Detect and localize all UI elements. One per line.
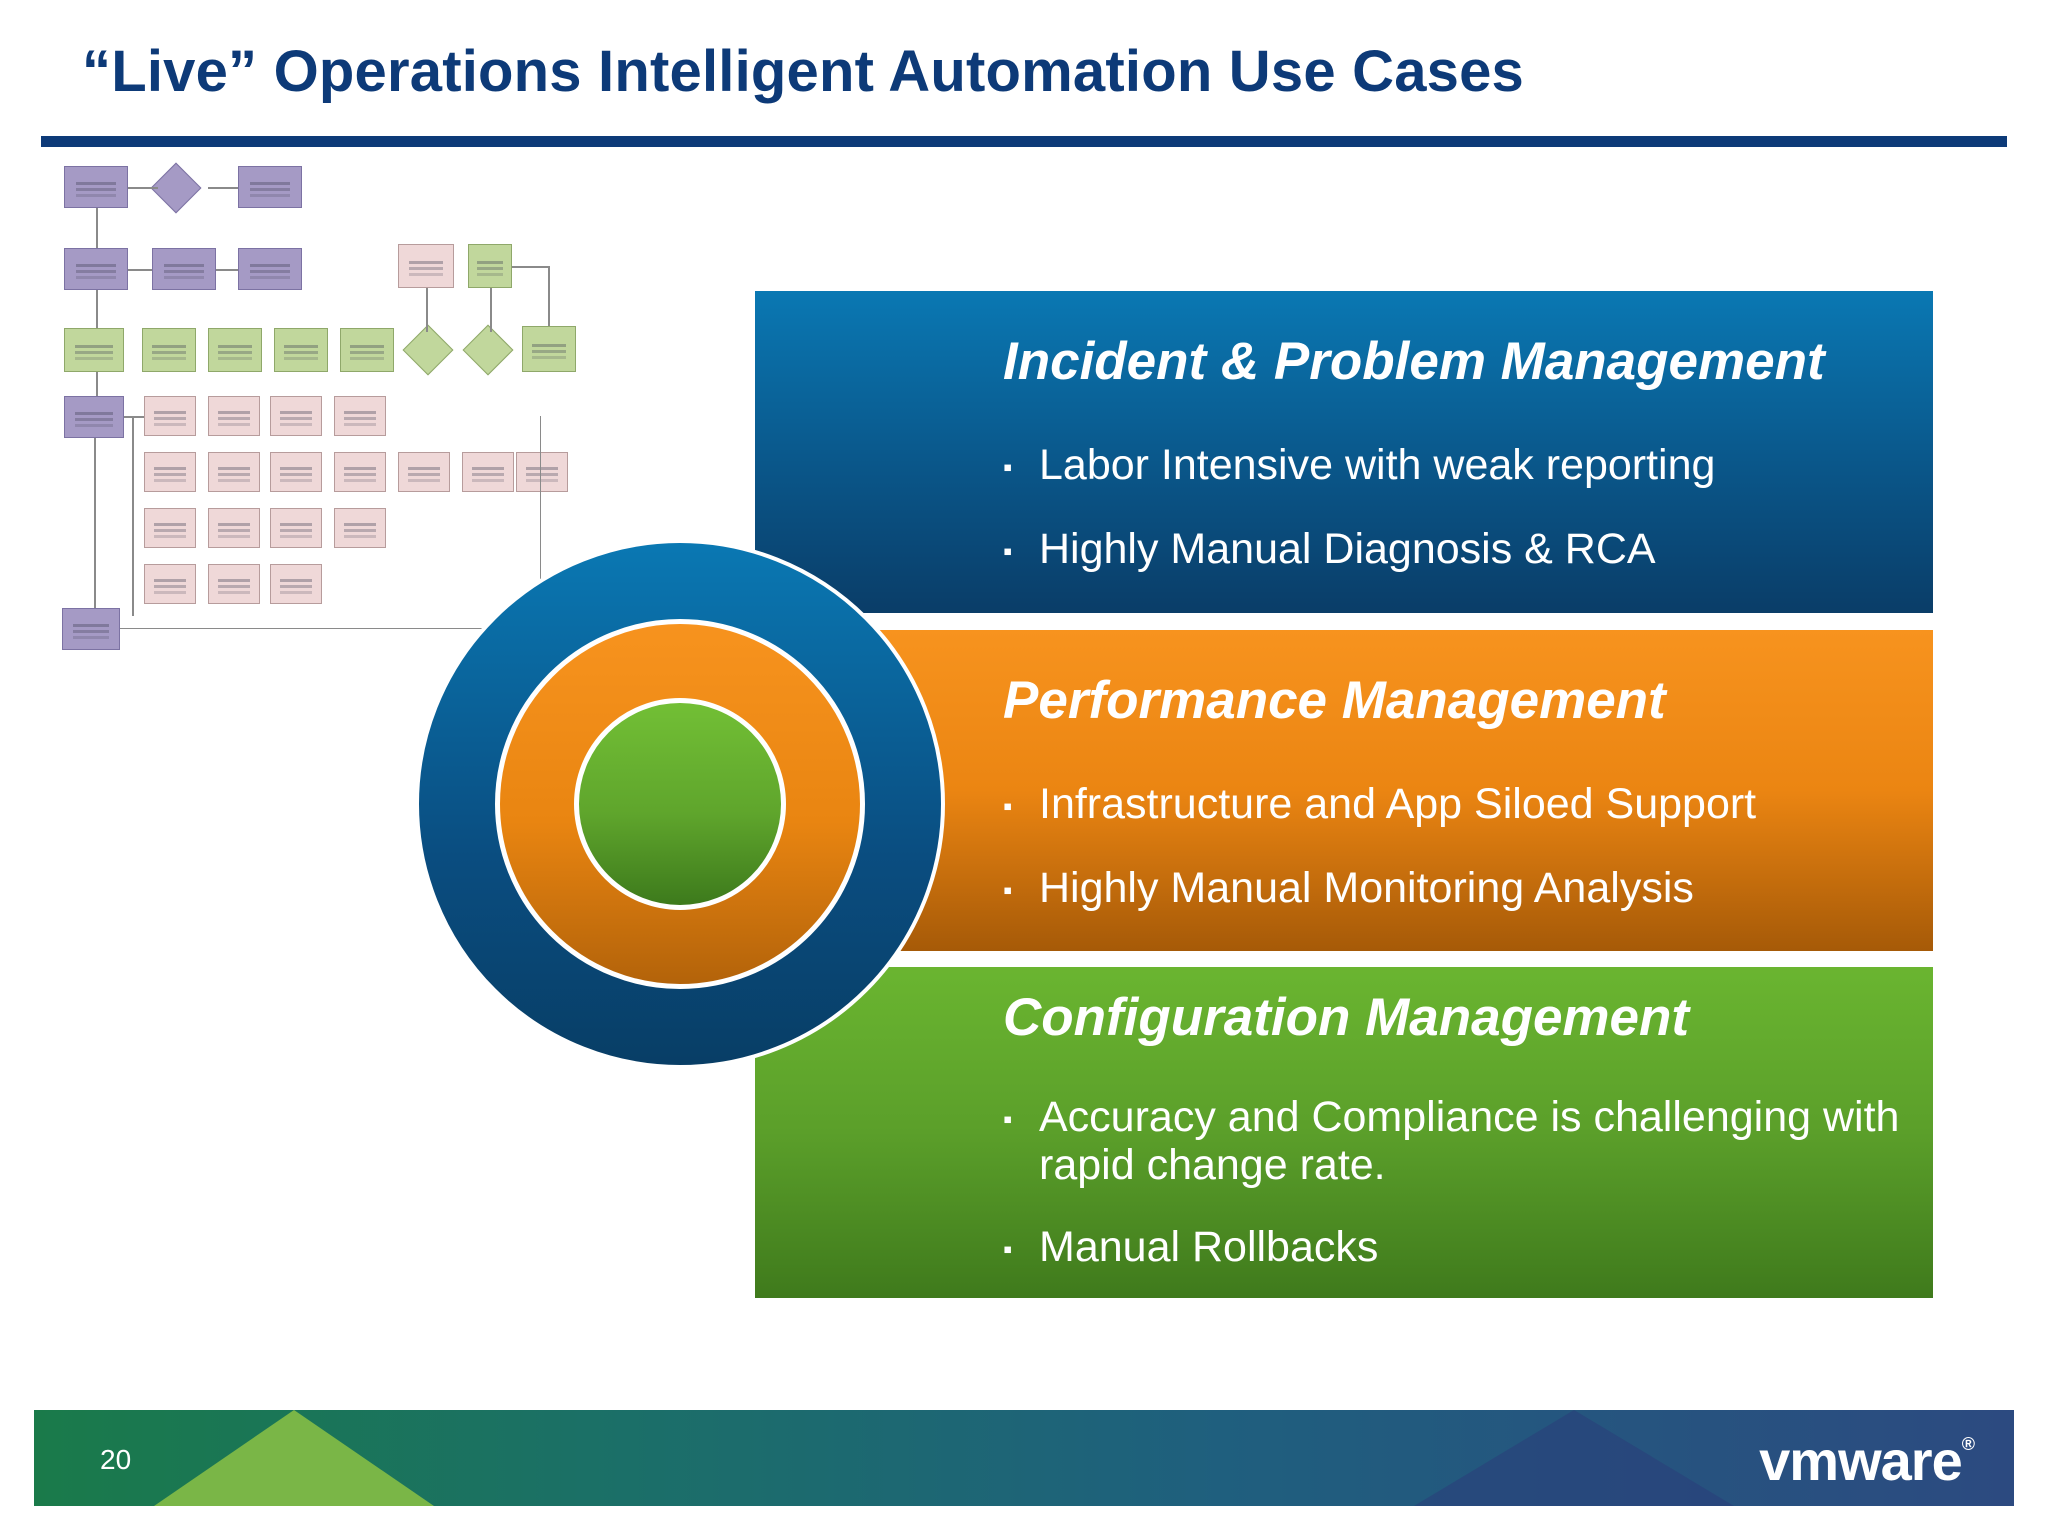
flow-box (208, 396, 260, 436)
bullet-text: Highly Manual Diagnosis & RCA (1039, 525, 1656, 573)
bullet-marker: ▪ (1003, 791, 1013, 821)
flow-box (144, 508, 196, 548)
panel-title: Configuration Management (1003, 988, 1690, 1047)
bullet-item: ▪ Highly Manual Monitoring Analysis (1003, 864, 1903, 912)
bullet-text: Highly Manual Monitoring Analysis (1039, 864, 1694, 912)
vmware-logo: vmware® (1759, 1428, 1975, 1493)
flow-connector (124, 416, 144, 418)
bullet-item: ▪ Accuracy and Compliance is challenging… (1003, 1093, 1903, 1189)
incident-problem-panel: Incident & Problem Management ▪ Labor In… (755, 291, 1933, 613)
flow-connector (426, 288, 428, 332)
flow-box (270, 508, 322, 548)
flow-connector (96, 372, 98, 396)
bullet-marker: ▪ (1003, 536, 1013, 566)
target-inner-circle (574, 698, 786, 910)
footer-decoration (1414, 1410, 1734, 1506)
bullet-marker: ▪ (1003, 452, 1013, 482)
flow-connector (216, 269, 238, 271)
flow-decision (462, 324, 514, 376)
flow-connector (94, 438, 96, 608)
bullet-text: Manual Rollbacks (1039, 1223, 1379, 1271)
flow-box (274, 328, 328, 372)
flow-box (238, 248, 302, 290)
flow-box (334, 452, 386, 492)
logo-text: vmware (1759, 1429, 1963, 1492)
flow-box (398, 452, 450, 492)
footer-banner: 20 vmware® (34, 1410, 2014, 1506)
flow-box (64, 166, 128, 208)
performance-panel: Performance Management ▪ Infrastructure … (755, 630, 1933, 951)
flow-connector (490, 288, 492, 332)
flow-box (64, 248, 128, 290)
flow-box (144, 396, 196, 436)
panel-title: Performance Management (1003, 671, 1666, 730)
flow-box (62, 608, 120, 650)
flow-box (208, 452, 260, 492)
flow-connector (132, 416, 134, 616)
flow-decision (402, 324, 454, 376)
bullet-item: ▪ Manual Rollbacks (1003, 1223, 1903, 1271)
flow-connector (512, 266, 548, 268)
flow-box (270, 396, 322, 436)
bullet-item: ▪ Infrastructure and App Siloed Support (1003, 780, 1903, 828)
flow-box (462, 452, 514, 492)
flow-box (238, 166, 302, 208)
panel-title: Incident & Problem Management (1003, 332, 1825, 391)
flow-box (208, 328, 262, 372)
flow-box (270, 452, 322, 492)
process-flowchart-image (58, 160, 578, 660)
flow-connector (96, 290, 98, 328)
flow-box (334, 508, 386, 548)
flow-box (516, 452, 568, 492)
slide-title: “Live” Operations Intelligent Automation… (82, 39, 1525, 104)
flow-box (468, 244, 512, 288)
flow-connector (540, 416, 541, 628)
page-number: 20 (100, 1444, 132, 1475)
logo-registered-mark: ® (1961, 1434, 1975, 1454)
flow-box (270, 564, 322, 604)
bullet-marker: ▪ (1003, 1104, 1013, 1134)
bullet-text: Labor Intensive with weak reporting (1039, 441, 1716, 489)
bullet-text: Accuracy and Compliance is challenging w… (1039, 1093, 1900, 1189)
title-divider (41, 136, 2007, 147)
footer-decoration (154, 1410, 434, 1506)
flow-box (398, 244, 454, 288)
flow-connector (128, 187, 158, 189)
flow-box (144, 452, 196, 492)
flow-box (64, 328, 124, 372)
flow-box (334, 396, 386, 436)
configuration-panel: Configuration Management ▪ Accuracy and … (755, 967, 1933, 1298)
flow-decision (150, 162, 202, 214)
flow-connector (548, 266, 550, 326)
flow-box (208, 564, 260, 604)
bullet-item: ▪ Labor Intensive with weak reporting (1003, 441, 1903, 489)
bullet-item: ▪ Highly Manual Diagnosis & RCA (1003, 525, 1903, 573)
bullet-marker: ▪ (1003, 1234, 1013, 1264)
flow-connector (120, 628, 540, 629)
flow-box (64, 396, 124, 438)
flow-box (340, 328, 394, 372)
flow-connector (128, 269, 152, 271)
flow-connector (96, 208, 98, 248)
flow-box (144, 564, 196, 604)
flow-connector (208, 187, 238, 189)
flow-box (208, 508, 260, 548)
bullet-marker: ▪ (1003, 875, 1013, 905)
bullet-text: Infrastructure and App Siloed Support (1039, 780, 1757, 828)
flow-box (522, 326, 576, 372)
flow-box (142, 328, 196, 372)
flow-box (152, 248, 216, 290)
